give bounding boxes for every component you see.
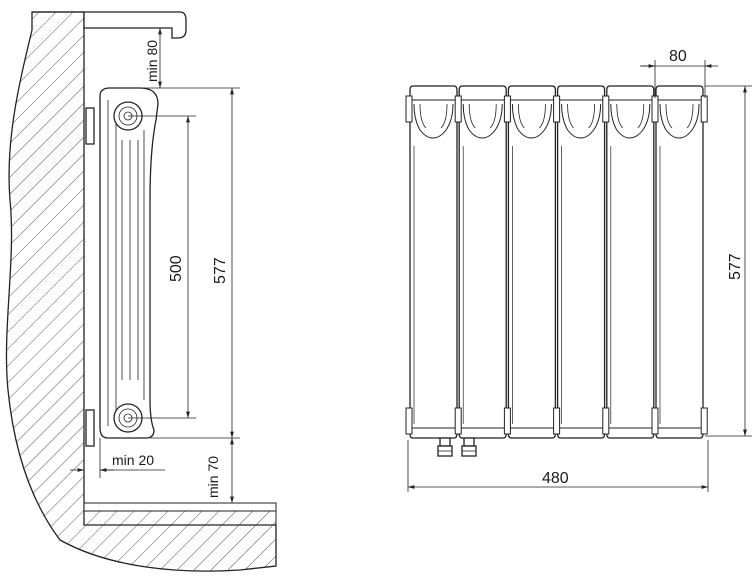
label-front-height: 577 (727, 253, 744, 280)
front-view: 80 577 480 (405, 48, 752, 492)
bracket-bottom (85, 409, 95, 447)
connector-nipple-bottom (700, 407, 708, 435)
label-min-floor: min 70 (205, 456, 221, 498)
connector-nipple-top (700, 95, 708, 123)
label-min-wall: min 20 (112, 452, 154, 468)
label-total-width: 480 (542, 470, 569, 487)
valve-left (437, 437, 453, 457)
connector-nipple-top (405, 95, 413, 123)
label-axis-distance: 500 (168, 255, 185, 282)
bracket-top (85, 107, 95, 145)
connector-nipple-top (503, 95, 511, 123)
label-section-width: 80 (669, 48, 687, 65)
radiator-section (606, 85, 655, 439)
radiator-side-profile (99, 87, 159, 439)
connector-nipple-bottom (405, 407, 413, 435)
floor-layer-2 (83, 510, 277, 526)
valve-right (461, 437, 477, 457)
wall (5, 11, 277, 572)
radiator-section (507, 85, 557, 439)
connector-nipple-bottom (503, 407, 511, 435)
floor-layer (83, 502, 277, 512)
connector-nipple-top (602, 95, 610, 123)
connector-nipple-top (553, 95, 561, 123)
radiator-section (458, 85, 507, 439)
connector-nipple-top (651, 95, 659, 123)
connector-nipple-bottom (602, 407, 610, 435)
connector-nipple-bottom (651, 407, 659, 435)
window-sill (32, 11, 187, 39)
connector-nipple-bottom (553, 407, 561, 435)
radiator-section (409, 85, 458, 439)
label-min-top: min 80 (144, 40, 160, 82)
side-view: min 80 500 577 min 20 min 70 (5, 11, 277, 572)
label-side-height: 577 (212, 257, 229, 284)
radiator-section (556, 85, 606, 439)
radiator-section (655, 85, 704, 439)
connector-nipple-top (454, 95, 462, 123)
radiator-sections (405, 85, 708, 439)
connector-nipple-bottom (454, 407, 462, 435)
